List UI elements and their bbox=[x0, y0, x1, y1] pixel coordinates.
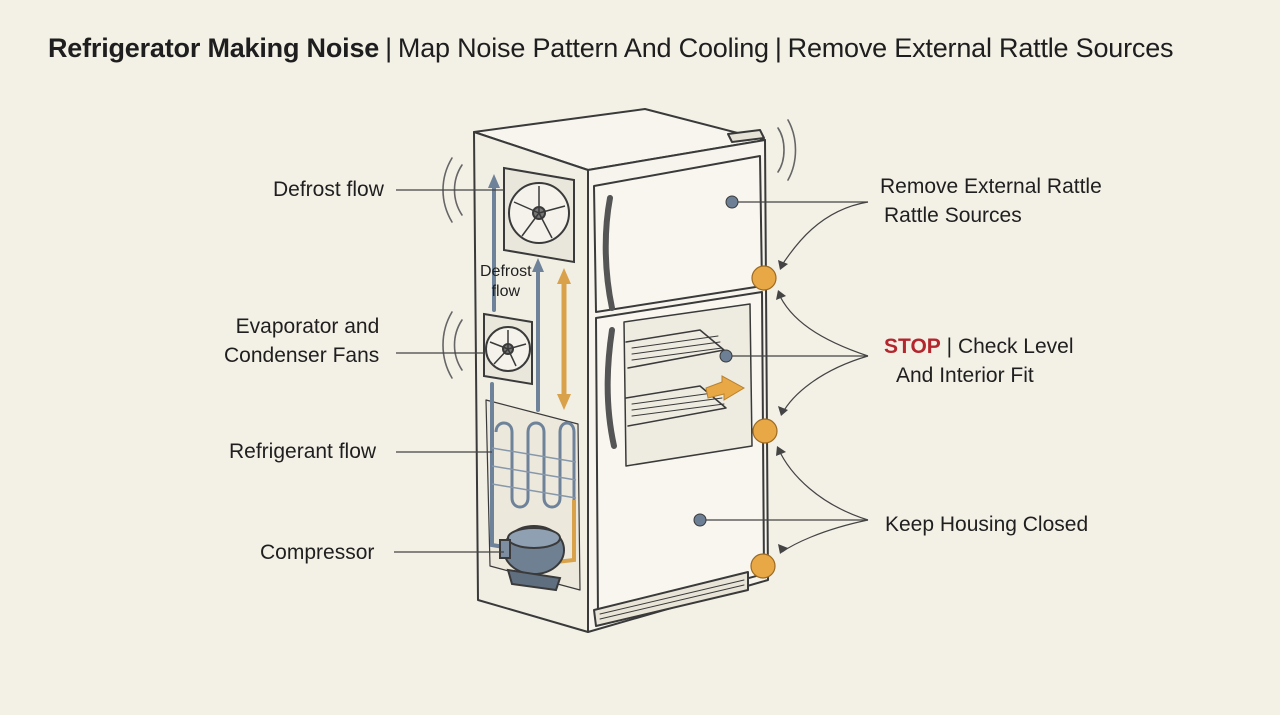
leader-keep-curve-up bbox=[777, 447, 869, 521]
label-remove-rattle: Remove External Rattle Rattle Sources bbox=[880, 172, 1102, 230]
noise-arc-mid-left-2 bbox=[442, 311, 453, 379]
leader-stop-curve-down bbox=[781, 355, 869, 415]
label-evaporator-fans: Evaporator and Condenser Fans bbox=[224, 312, 379, 370]
leader-stop-curve-up bbox=[777, 291, 869, 357]
label-check-level-line1: Check Level bbox=[957, 335, 1074, 358]
label-defrost-inner-line2: flow bbox=[491, 283, 521, 300]
condenser-coil bbox=[491, 421, 577, 509]
marker-orange-1 bbox=[751, 265, 777, 291]
freezer-handle bbox=[602, 195, 615, 311]
noise-arc-mid-left-1 bbox=[453, 319, 463, 371]
stop-badge: STOP bbox=[884, 335, 941, 358]
leader-remove-rattle-curve bbox=[779, 201, 869, 269]
label-defrost-inner-line1: Defrost bbox=[480, 263, 532, 280]
label-evaporator-line2: Condenser Fans bbox=[224, 344, 380, 367]
leader-keep-curve-down bbox=[781, 519, 869, 553]
title-part-3: Remove External Rattle Sources bbox=[787, 33, 1174, 63]
marker-blue-shelf bbox=[719, 349, 733, 363]
title-main: Refrigerator Making Noise bbox=[48, 33, 380, 63]
label-keep-housing: Keep Housing Closed bbox=[885, 513, 1089, 536]
marker-orange-2 bbox=[752, 418, 778, 444]
stop-separator: | bbox=[946, 335, 953, 358]
compressor bbox=[499, 525, 565, 592]
upper-fan bbox=[503, 166, 575, 264]
label-check-level-line2: And Interior Fit bbox=[896, 364, 1034, 387]
label-defrost-inner: Defrost flow bbox=[480, 262, 532, 302]
noise-arc-top-right-1 bbox=[777, 127, 785, 173]
label-compressor: Compressor bbox=[260, 541, 375, 564]
shelf-2-slats bbox=[631, 391, 725, 417]
noise-arc-top-right-2 bbox=[787, 119, 797, 181]
blue-arrow-heads bbox=[488, 174, 544, 272]
page-title: Refrigerator Making Noise|Map Noise Patt… bbox=[48, 33, 1174, 64]
label-remove-rattle-line2: Rattle Sources bbox=[884, 204, 1022, 227]
kick-plate bbox=[593, 571, 749, 627]
interior-arrow-icon bbox=[705, 375, 746, 401]
label-refrigerant-flow: Refrigerant flow bbox=[229, 440, 377, 463]
shelf-1-slats bbox=[631, 335, 723, 361]
right-leader-lines bbox=[700, 201, 869, 553]
orange-refrigerant-line bbox=[555, 500, 576, 564]
marker-blue-fresh bbox=[693, 513, 707, 527]
marker-orange-3 bbox=[750, 553, 776, 579]
arrow-head-up-left bbox=[488, 174, 500, 188]
kick-slats bbox=[599, 579, 745, 620]
marker-blue-freezer bbox=[725, 195, 739, 209]
label-defrost-flow: Defrost flow bbox=[273, 178, 384, 201]
title-part-2: Map Noise Pattern And Cooling bbox=[397, 33, 769, 63]
label-stop-check: STOP | Check Level And Interior Fit bbox=[884, 332, 1074, 390]
top-hinge bbox=[727, 129, 765, 143]
fresh-handle bbox=[604, 327, 617, 449]
left-leader-lines bbox=[394, 189, 504, 553]
leader-arrow-heads bbox=[776, 260, 788, 554]
label-evaporator-line1: Evaporator and bbox=[235, 315, 380, 338]
arrow-head-up-right bbox=[532, 258, 544, 272]
title-separator-1: | bbox=[385, 33, 392, 63]
label-remove-rattle-line1: Remove External Rattle bbox=[880, 175, 1102, 198]
shelf-1 bbox=[625, 329, 725, 369]
title-separator-2: | bbox=[774, 33, 782, 63]
orange-flow-arrow bbox=[557, 268, 571, 410]
lower-fan bbox=[483, 312, 533, 386]
markers bbox=[693, 195, 778, 579]
